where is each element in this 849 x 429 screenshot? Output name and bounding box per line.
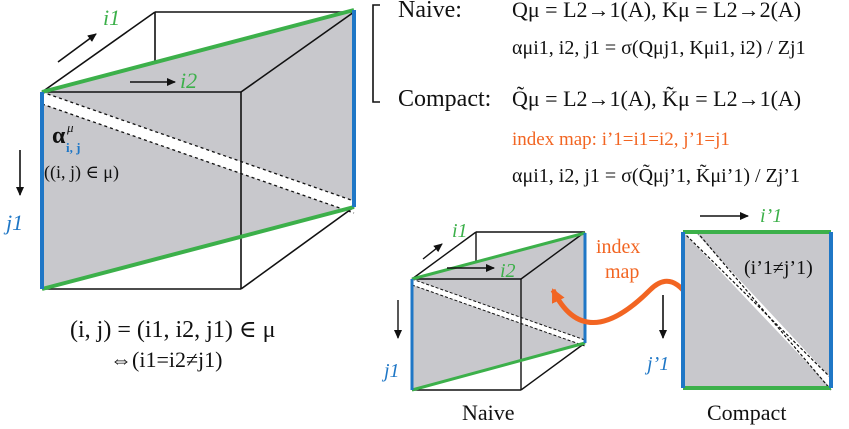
small-i2-label: i2	[500, 260, 516, 282]
cube-edge	[240, 206, 355, 290]
j1-label: j1	[3, 210, 23, 235]
naive-caption: Naive	[462, 400, 515, 425]
alpha-symbol: α	[52, 123, 66, 149]
compact-condition: (i’1≠j’1)	[744, 257, 813, 279]
compact-eq1: Q̃μ = L2→1(A), K̃μ = L2→1(A)	[512, 86, 801, 111]
compact-j1p-label: j’1	[644, 353, 669, 375]
iff-condition: ⇔(i1=i2≠j1)	[110, 347, 222, 372]
compact-i1p-label: i’1	[760, 205, 782, 227]
cube-edge	[240, 11, 355, 93]
band-edge-top	[41, 91, 355, 202]
compact-eq2: αμi1, i2, j1 = σ(Q̃μj’1, K̃μi’1) / Zj’1	[512, 163, 800, 187]
naive-label: Naive:	[398, 0, 462, 23]
naive-eq1: Qμ = L2→1(A), Kμ = L2→2(A)	[512, 0, 801, 22]
bracket	[372, 4, 380, 103]
small-diagonal-band	[412, 279, 585, 346]
small-green-top	[411, 231, 586, 281]
compact-square: i’1 j’1 (i’1≠j’1)	[644, 205, 833, 391]
small-j1-label: j1	[381, 360, 400, 382]
left-cube: i1 i2 j1 α μ i, j ((i, j) ∈ μ)	[3, 5, 356, 291]
band-edge-bottom	[41, 103, 355, 214]
alpha-superscript: μ	[66, 120, 74, 135]
small-green-bottom	[411, 341, 586, 392]
small-naive-cube: i1 i2 j1	[381, 220, 587, 392]
small-i1-arrow	[422, 243, 443, 260]
small-i1-label: i1	[452, 220, 468, 242]
small-band-edge	[411, 278, 586, 341]
index-map-line2: map	[605, 261, 639, 283]
small-cube-edge	[520, 342, 586, 391]
compact-band-edge	[696, 231, 832, 391]
green-top-diagonal	[41, 8, 355, 94]
small-cube-edge	[520, 231, 586, 280]
green-bottom-diagonal	[41, 205, 355, 291]
i1-label: i1	[103, 5, 120, 30]
i1-arrow	[57, 33, 97, 63]
membership-condition: ((i, j) ∈ μ)	[44, 162, 119, 183]
alpha-subscript: i, j	[66, 140, 80, 155]
compact-diagonal-band	[683, 232, 831, 388]
small-cube-edge	[411, 231, 477, 280]
cube-edge	[41, 11, 156, 93]
index-map-line1: index	[596, 236, 640, 258]
diagonal-band	[42, 92, 354, 213]
compact-label: Compact:	[398, 86, 491, 112]
tuple-equation: (i, j) = (i1, i2, j1) ∈ μ	[70, 317, 275, 343]
index-map-text: index map: i’1=i1=i2, j’1=j1	[512, 129, 730, 150]
i2-label: i2	[180, 68, 197, 93]
small-band-edge	[411, 284, 586, 347]
compact-caption: Compact	[707, 400, 786, 425]
naive-eq2: αμi1, i2, j1 = σ(Qμj1, Kμi1, i2) / Zj1	[512, 37, 806, 59]
